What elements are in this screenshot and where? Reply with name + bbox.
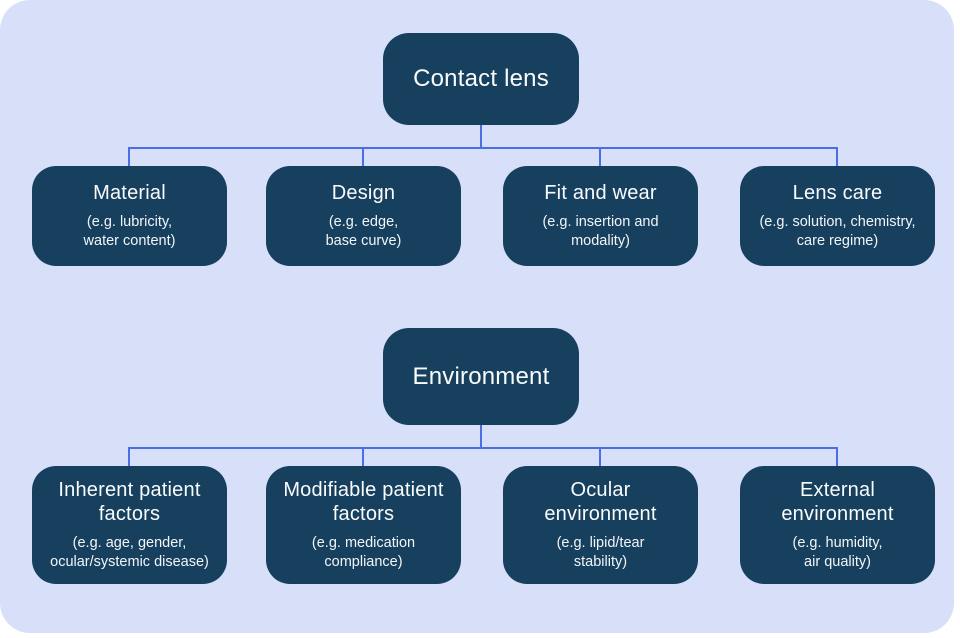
- node-title: Fit and wear: [544, 182, 657, 205]
- connector-stub: [128, 147, 130, 167]
- node-subtitle: (e.g. solution, chemistry, care regime): [759, 213, 916, 249]
- node-title: Material: [93, 182, 166, 205]
- connector-rail: [128, 447, 838, 449]
- connector-stub: [480, 425, 482, 448]
- connector-stub: [362, 447, 364, 467]
- node-contact-lens: Contact lens: [383, 33, 579, 125]
- node-title: Ocular environment: [544, 478, 657, 526]
- node-external-environment: External environment (e.g. humidity, air…: [740, 466, 935, 584]
- connector-stub: [128, 447, 130, 467]
- node-environment: Environment: [383, 328, 579, 425]
- connector-stub: [836, 147, 838, 167]
- node-modifiable-patient-factors: Modifiable patient factors (e.g. medicat…: [266, 466, 461, 584]
- node-title: Inherent patient factors: [58, 478, 201, 526]
- node-lens-care: Lens care (e.g. solution, chemistry, car…: [740, 166, 935, 266]
- node-subtitle: (e.g. insertion and modality): [542, 213, 659, 249]
- node-title: Lens care: [792, 182, 883, 205]
- node-ocular-environment: Ocular environment (e.g. lipid/tear stab…: [503, 466, 698, 584]
- node-subtitle: (e.g. age, gender, ocular/systemic disea…: [50, 534, 209, 570]
- node-inherent-patient-factors: Inherent patient factors (e.g. age, gend…: [32, 466, 227, 584]
- node-title: Contact lens: [413, 65, 549, 93]
- connector-stub: [599, 147, 601, 167]
- node-subtitle: (e.g. lubricity, water content): [83, 213, 176, 249]
- node-fit-and-wear: Fit and wear (e.g. insertion and modalit…: [503, 166, 698, 266]
- connector-stub: [599, 447, 601, 467]
- node-material: Material (e.g. lubricity, water content): [32, 166, 227, 266]
- node-title: Environment: [412, 362, 550, 390]
- node-design: Design (e.g. edge, base curve): [266, 166, 461, 266]
- node-subtitle: (e.g. medication compliance): [311, 534, 416, 570]
- connector-stub: [362, 147, 364, 167]
- connector-stub: [480, 125, 482, 148]
- node-title: Modifiable patient factors: [283, 478, 444, 526]
- node-title: Design: [331, 182, 396, 205]
- node-subtitle: (e.g. humidity, air quality): [792, 534, 883, 570]
- node-subtitle: (e.g. lipid/tear stability): [556, 534, 645, 570]
- node-subtitle: (e.g. edge, base curve): [325, 213, 402, 249]
- connector-rail: [128, 147, 838, 149]
- connector-stub: [836, 447, 838, 467]
- node-title: External environment: [781, 478, 894, 526]
